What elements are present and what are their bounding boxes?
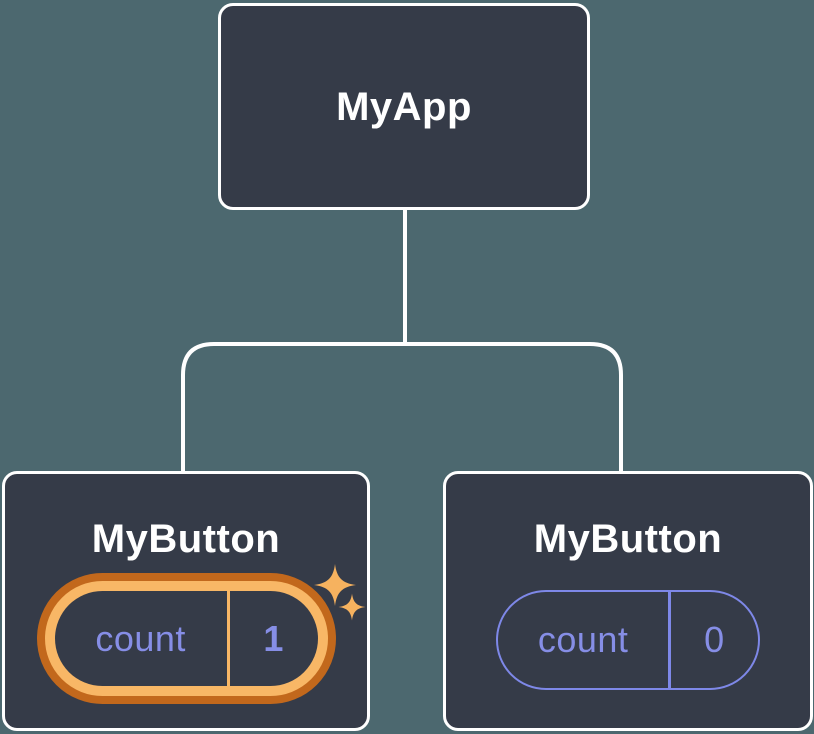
component-label: MyApp: [336, 84, 472, 129]
component-label: MyButton: [533, 517, 723, 561]
state-value: 1: [263, 617, 284, 659]
connector-branch: [181, 342, 623, 476]
state-badge-highlight-ring: count 1: [36, 573, 336, 704]
state-badge-zone: count 1: [36, 573, 336, 704]
state-badge: count 1: [54, 591, 318, 686]
state-badge: count 0: [496, 590, 760, 690]
state-badge-zone: count 0: [496, 590, 760, 690]
component-label: MyButton: [91, 517, 281, 561]
state-value: 0: [704, 619, 725, 660]
component-node-mybutton-1: MyButton count 1: [2, 471, 370, 731]
state-divider: [226, 591, 230, 686]
state-key: count: [95, 617, 186, 659]
sparkle-icon-small: [338, 593, 366, 621]
state-key: count: [537, 619, 629, 660]
component-node-mybutton-2: MyButton count 0: [443, 471, 813, 731]
component-node-myapp: MyApp: [218, 3, 590, 210]
state-divider: [668, 592, 671, 688]
